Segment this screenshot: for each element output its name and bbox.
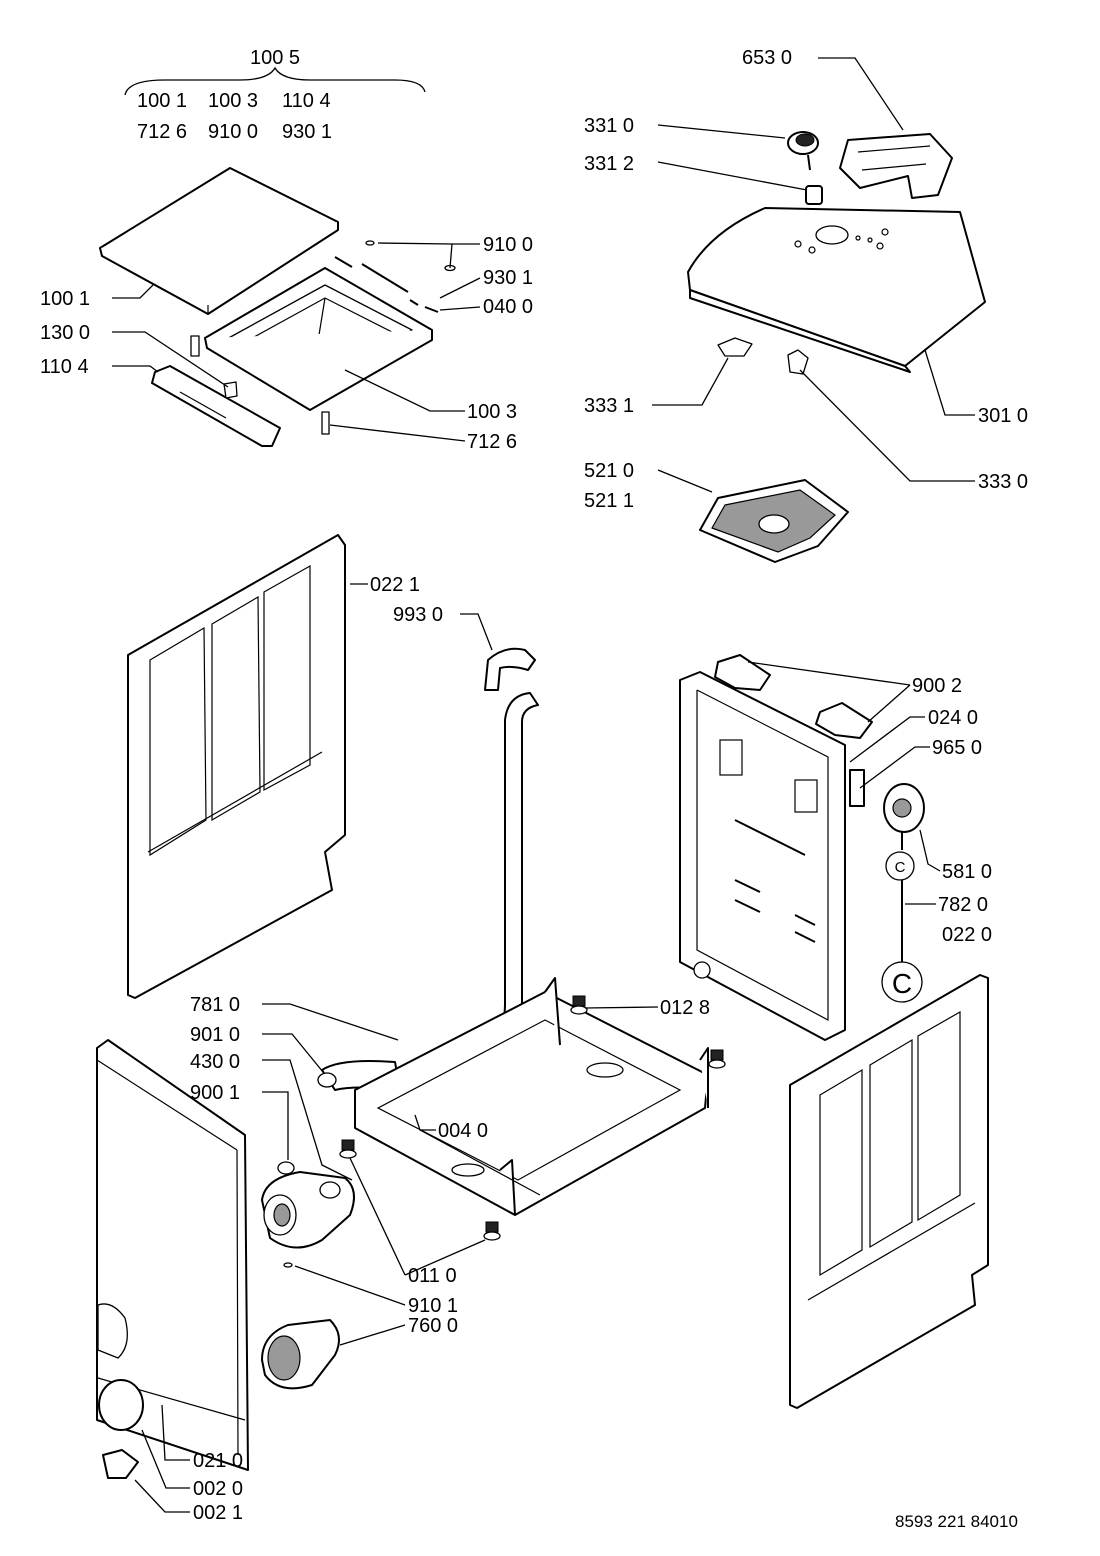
label-900-2: 900 2 [912, 675, 962, 697]
electronic-module-part [699, 479, 849, 563]
group-row2-item3: 930 1 [282, 121, 332, 143]
clip-1300-part [223, 381, 238, 399]
label-430-0: 430 0 [190, 1051, 240, 1073]
screw-9100-part [365, 240, 375, 246]
label-965-0: 965 0 [932, 737, 982, 759]
label-900-1: 900 1 [190, 1082, 240, 1104]
label-100-3: 100 3 [467, 401, 517, 423]
latch-part [102, 1449, 139, 1479]
label-100-1: 100 1 [40, 288, 90, 310]
label-331-0: 331 0 [584, 115, 634, 137]
part-labels: 653 0 331 0 331 2 910 0 930 1 040 0 100 … [40, 47, 1028, 1524]
label-910-1: 910 1 [408, 1295, 458, 1317]
label-333-1: 333 1 [584, 395, 634, 417]
label-333-0: 333 0 [978, 471, 1028, 493]
front-panel-part [96, 1039, 249, 1471]
connector-small: C [885, 851, 915, 881]
clip-3330-part [787, 349, 809, 375]
filter-part [261, 1319, 340, 1390]
handle-bar-part [151, 365, 281, 447]
label-022-0: 022 0 [942, 924, 992, 946]
label-021-0: 021 0 [193, 1450, 243, 1472]
label-022-1: 022 1 [370, 574, 420, 596]
label-002-0: 002 0 [193, 1478, 243, 1500]
lid-part [99, 167, 339, 315]
side-panel-right-part [789, 974, 989, 1409]
hinge-part [190, 335, 200, 357]
group-row1-item3: 110 4 [282, 90, 331, 112]
rod-0400-part [424, 306, 439, 313]
pump-part [261, 1171, 355, 1249]
connector-large: C [881, 961, 923, 1003]
label-130-0: 130 0 [40, 322, 90, 344]
label-712-6: 712 6 [467, 431, 517, 453]
connector-small-label: C [895, 859, 906, 876]
ring-9010-part [317, 1072, 337, 1088]
label-930-1: 930 1 [483, 267, 533, 289]
label-781-0: 781 0 [190, 994, 240, 1016]
group-title: 100 5 [250, 47, 300, 69]
label-110-4: 110 4 [40, 356, 89, 378]
lid-frame-part [204, 267, 433, 411]
group-row2-item1: 712 6 [137, 121, 187, 143]
label-040-0: 040 0 [483, 296, 533, 318]
label-011-0: 011 0 [408, 1265, 457, 1287]
label-521-1: 521 1 [584, 490, 634, 512]
block-9650-part [849, 769, 865, 807]
label-901-0: 901 0 [190, 1024, 240, 1046]
clip-3331-part [717, 337, 753, 357]
label-521-0: 521 0 [584, 460, 634, 482]
pin-7126-part [321, 411, 330, 435]
label-004-0: 004 0 [438, 1120, 488, 1142]
knob-part [787, 131, 819, 171]
label-782-0: 782 0 [938, 894, 988, 916]
rear-panel-part [679, 671, 846, 1041]
label-910-0: 910 0 [483, 234, 533, 256]
label-301-0: 301 0 [978, 405, 1028, 427]
control-panel-assembly [687, 131, 986, 563]
label-653-0: 653 0 [742, 47, 792, 69]
screw-9101-part [283, 1262, 293, 1268]
base-frame-part [354, 977, 709, 1216]
label-581-0: 581 0 [942, 861, 992, 883]
group-header: 100 5 100 1 100 3 110 4 712 6 910 0 930 … [124, 47, 426, 143]
label-331-2: 331 2 [584, 153, 634, 175]
label-024-0: 024 0 [928, 707, 978, 729]
group-brace [124, 66, 426, 96]
leader-lines [112, 57, 975, 1513]
hose-9930-part [484, 647, 536, 691]
console-panel-part [687, 207, 986, 373]
connector-large-label: C [892, 968, 912, 999]
clamp-9001-part [277, 1161, 295, 1175]
group-row1-item2: 100 3 [208, 90, 258, 112]
document-number: 8593 221 84010 [895, 1512, 1018, 1531]
lid-assembly [99, 167, 456, 447]
hinge-9002-part [714, 654, 873, 739]
group-row2-item2: 910 0 [208, 121, 258, 143]
label-002-1: 002 1 [193, 1502, 243, 1524]
label-760-0: 760 0 [408, 1315, 458, 1337]
panel-bracket-part [839, 133, 953, 199]
side-panel-left-part [127, 534, 346, 999]
group-row1-item1: 100 1 [137, 90, 187, 112]
knob-spindle-part [805, 185, 823, 205]
pressure-switch-part [883, 783, 925, 850]
label-993-0: 993 0 [393, 604, 443, 626]
service-door-part [98, 1379, 144, 1431]
foot-part [339, 995, 726, 1241]
label-012-8: 012 8 [660, 997, 710, 1019]
